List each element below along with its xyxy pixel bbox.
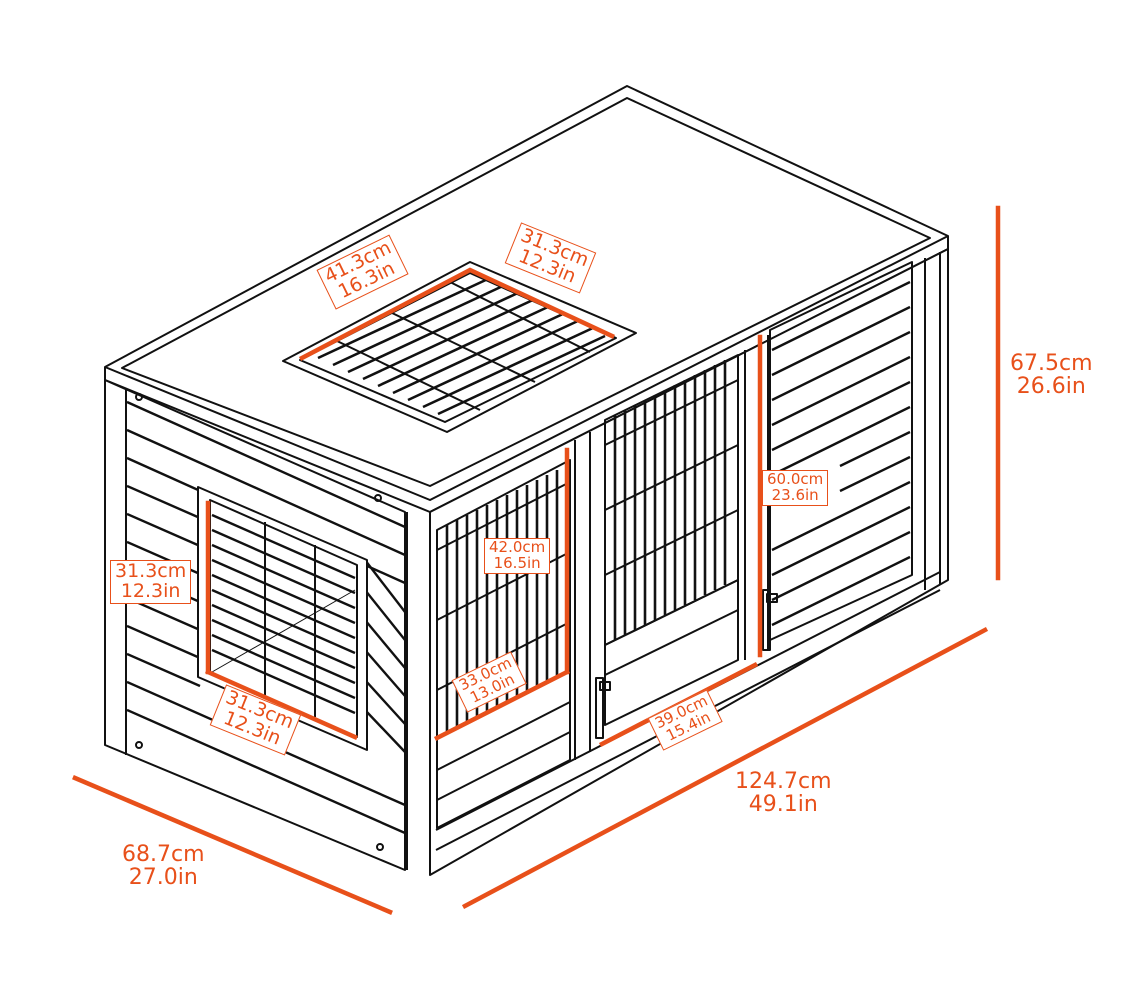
front-panel-height-label: 60.0cm 23.6in xyxy=(762,470,829,506)
side-window-height-cm: 31.3cm xyxy=(115,560,187,582)
overall-length-in: 49.1in xyxy=(748,792,818,818)
front-panel-height-in: 23.6in xyxy=(771,485,819,504)
dimension-lines xyxy=(72,205,1001,915)
overall-depth-cm: 68.7cm xyxy=(122,842,205,867)
door-opening-height-label: 42.0cm 16.5in xyxy=(484,538,551,574)
side-window-height-label: 31.3cm 12.3in xyxy=(110,560,192,604)
front-panel xyxy=(429,248,949,876)
overall-length-label: 124.7cm 49.1in xyxy=(735,770,832,816)
door-opening-height-cm: 42.0cm xyxy=(489,538,546,556)
overall-height-in: 26.6in xyxy=(1016,374,1086,400)
door-opening-height-in: 16.5in xyxy=(493,553,541,572)
overall-depth-label: 68.7cm 27.0in xyxy=(122,843,205,889)
overall-length-cm: 124.7cm xyxy=(735,769,832,794)
center-wire-door xyxy=(604,354,739,726)
front-panel-height-cm: 60.0cm xyxy=(767,470,824,488)
side-window-height-in: 12.3in xyxy=(120,579,181,602)
overall-height-cm: 67.5cm xyxy=(1010,351,1093,376)
overall-depth-in: 27.0in xyxy=(128,865,198,891)
side-window xyxy=(197,486,368,751)
overall-height-label: 67.5cm 26.6in xyxy=(1010,352,1093,398)
door-latch-icon xyxy=(595,589,778,739)
